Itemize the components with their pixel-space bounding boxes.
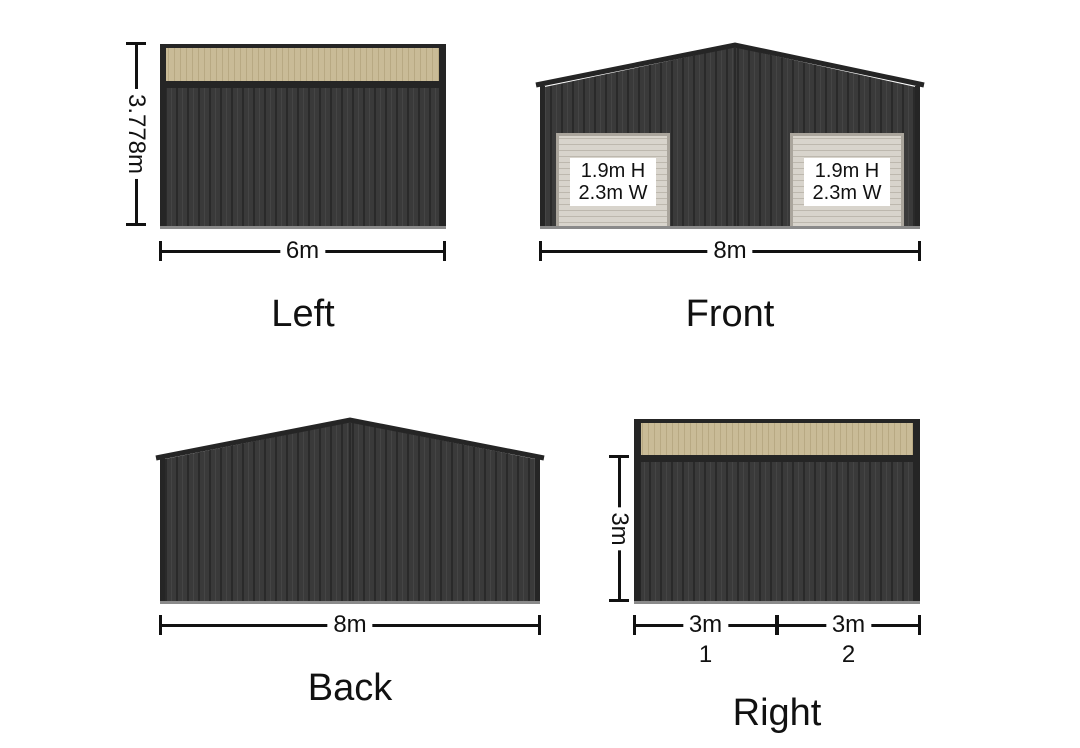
back-elevation <box>155 417 545 604</box>
right-height-label: 3m <box>606 506 633 551</box>
left-width-dimension: 6m <box>159 237 446 265</box>
left-base-trim <box>160 226 446 229</box>
right-bay-2-number: 2 <box>841 641 856 668</box>
right-bay-2-dimension: 3m 2 <box>776 611 921 668</box>
back-width-label: 8m <box>327 611 373 639</box>
right-eave-trim <box>634 455 920 462</box>
right-title: Right <box>732 692 822 734</box>
left-corner-trim-r <box>439 44 446 228</box>
front-roof-trim <box>535 42 925 88</box>
door-1-height: 1.9m H <box>580 160 646 182</box>
right-base-trim <box>634 601 920 604</box>
right-corner-trim-r <box>913 419 920 603</box>
front-corner-trim-l <box>540 86 545 228</box>
front-width-dimension: 8m <box>539 237 921 265</box>
front-corner-trim-r <box>915 86 920 228</box>
front-base-trim <box>540 226 920 229</box>
right-top-trim <box>634 419 920 423</box>
right-bay-2-width: 3m <box>825 611 872 639</box>
door-2-height: 1.9m H <box>814 160 880 182</box>
left-translucent-panel <box>166 48 439 81</box>
right-corner-trim-l <box>634 419 641 603</box>
door-1-width: 2.3m W <box>578 182 648 204</box>
right-translucent-panel <box>641 423 913 455</box>
left-width-label: 6m <box>279 237 326 265</box>
front-title: Front <box>685 293 775 335</box>
back-corner-trim-l <box>160 458 165 603</box>
right-height-dimension: 3m <box>606 455 633 602</box>
right-bay-1-dimension: 3m 1 <box>633 611 778 668</box>
back-width-dimension: 8m <box>159 611 541 639</box>
front-door-2-label: 1.9m H 2.3m W <box>804 158 890 206</box>
back-base-trim <box>160 601 540 604</box>
back-roof-trim <box>155 417 545 461</box>
left-elevation <box>160 44 446 229</box>
left-title: Left <box>271 293 335 335</box>
back-corner-trim-r <box>535 458 540 603</box>
right-elevation <box>634 419 920 604</box>
right-bay-1-width: 3m <box>682 611 729 639</box>
left-height-dimension: 3.778m <box>123 42 150 226</box>
left-height-label: 3.778m <box>123 88 150 180</box>
front-width-label: 8m <box>707 237 753 265</box>
back-title: Back <box>307 667 393 709</box>
door-2-width: 2.3m W <box>812 182 882 204</box>
front-door-1-label: 1.9m H 2.3m W <box>570 158 656 206</box>
right-bay-1-number: 1 <box>698 641 713 668</box>
left-corner-trim-l <box>160 44 166 228</box>
left-eave-trim <box>160 81 446 88</box>
left-top-trim <box>160 44 446 48</box>
